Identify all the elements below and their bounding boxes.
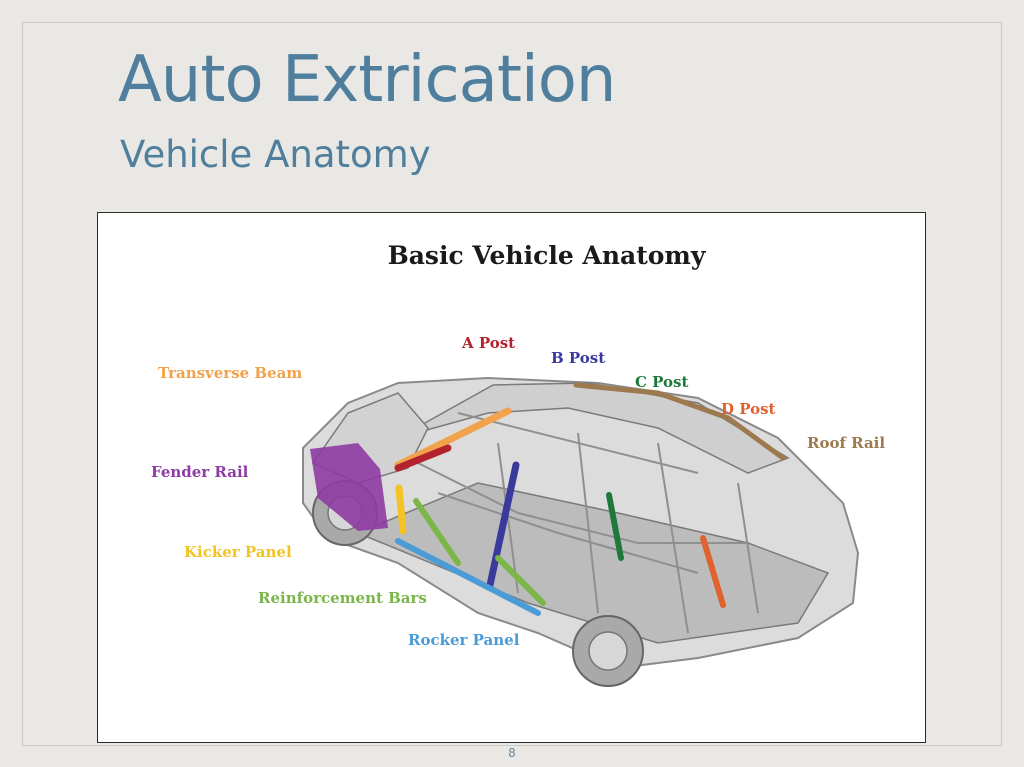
label-kicker-panel: Kicker Panel <box>184 543 292 561</box>
d-post-highlight <box>700 535 726 608</box>
label-a-post: A Post <box>462 334 516 352</box>
b-post-highlight <box>486 461 520 589</box>
label-c-post: C Post <box>635 373 689 391</box>
figure-title: Basic Vehicle Anatomy <box>387 241 706 270</box>
rocker-panel-highlight <box>395 538 541 616</box>
label-d-post: D Post <box>721 400 776 418</box>
reinforcement-bar-1 <box>413 498 461 566</box>
car-body-frame-illustration <box>302 376 860 687</box>
label-transverse-beam: Transverse Beam <box>158 364 303 382</box>
label-reinforcement-bars: Reinforcement Bars <box>258 589 427 607</box>
label-roof-rail: Roof Rail <box>807 434 886 452</box>
slide-title: Auto Extrication <box>118 43 616 117</box>
page-number: 8 <box>508 746 516 760</box>
reinforcement-bar-2 <box>495 555 546 606</box>
slide-frame <box>22 22 1002 746</box>
label-rocker-panel: Rocker Panel <box>408 631 520 649</box>
label-fender-rail: Fender Rail <box>151 463 249 481</box>
rear-wheel <box>572 615 644 687</box>
a-post-highlight <box>394 444 452 472</box>
slide-subtitle: Vehicle Anatomy <box>120 133 431 176</box>
kicker-panel-highlight <box>395 484 407 535</box>
roof-rail-highlight <box>573 382 786 461</box>
label-b-post: B Post <box>551 349 606 367</box>
transverse-beam-highlight <box>394 407 512 469</box>
c-post-highlight <box>606 492 624 561</box>
fender-rail-highlight <box>310 443 388 531</box>
vehicle-anatomy-figure: Basic Vehicle Anatomy <box>97 212 926 743</box>
